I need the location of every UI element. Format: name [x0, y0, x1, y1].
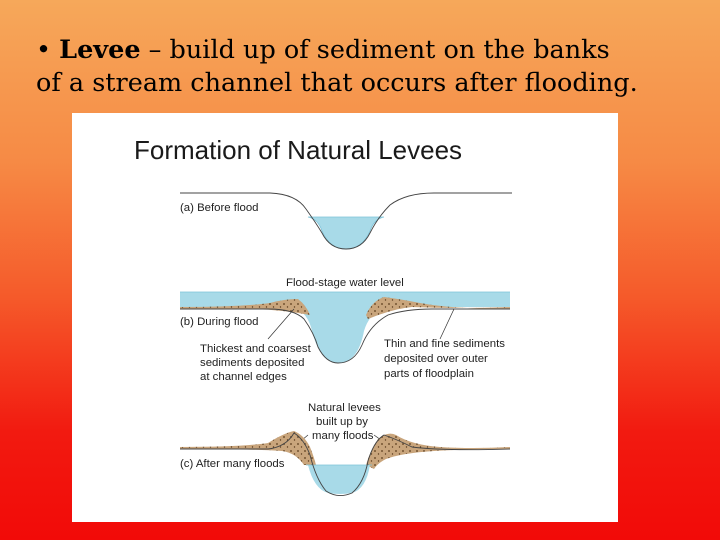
panel-after-many-floods: Natural levees built up by many floods (… [180, 402, 510, 496]
thick-note-line-2: sediments deposited [200, 357, 304, 369]
thick-note-line-3: at channel edges [200, 371, 287, 383]
thin-note-line-3: parts of floodplain [384, 368, 474, 380]
flood-stage-label: Flood-stage water level [286, 277, 404, 289]
levee-term: Levee [59, 35, 140, 65]
channel-water-c [308, 465, 370, 494]
slide-bullet-text: • Levee – build up of sediment on the ba… [36, 34, 706, 100]
panel-c-label: (c) After many floods [180, 458, 285, 470]
thin-note-line-1: Thin and fine sediments [384, 338, 505, 350]
definition-part-2: of a stream channel that occurs after fl… [36, 68, 638, 98]
thick-note-line-1: Thickest and coarsest [200, 343, 312, 355]
panel-during-flood: Flood-stage water level (b) During flood… [180, 277, 510, 383]
panel-b-label: (b) During flood [180, 316, 259, 328]
panel-before-flood: (a) Before flood [180, 193, 512, 249]
thick-sediment-note: Thickest and coarsest sediments deposite… [200, 343, 314, 383]
natural-levees-note: Natural levees built up by many floods [308, 402, 384, 442]
levee-formation-diagram: Formation of Natural Levees (a) Before f… [72, 113, 618, 522]
levees-note-line-1: Natural levees [308, 402, 381, 414]
levees-note-line-3: many floods [312, 430, 374, 442]
thin-note-line-2: deposited over outer [384, 353, 488, 365]
levees-note-line-2: built up by [316, 416, 368, 428]
panel-a-label: (a) Before flood [180, 202, 259, 214]
diagram-title: Formation of Natural Levees [134, 135, 462, 165]
bullet-marker: • [36, 35, 51, 65]
right-natural-levee [366, 434, 510, 469]
thin-sediment-note: Thin and fine sediments deposited over o… [384, 338, 508, 380]
definition-part-1: – build up of sediment on the banks [141, 35, 610, 65]
flood-water-layer [180, 292, 510, 307]
channel-water-a [308, 217, 384, 249]
